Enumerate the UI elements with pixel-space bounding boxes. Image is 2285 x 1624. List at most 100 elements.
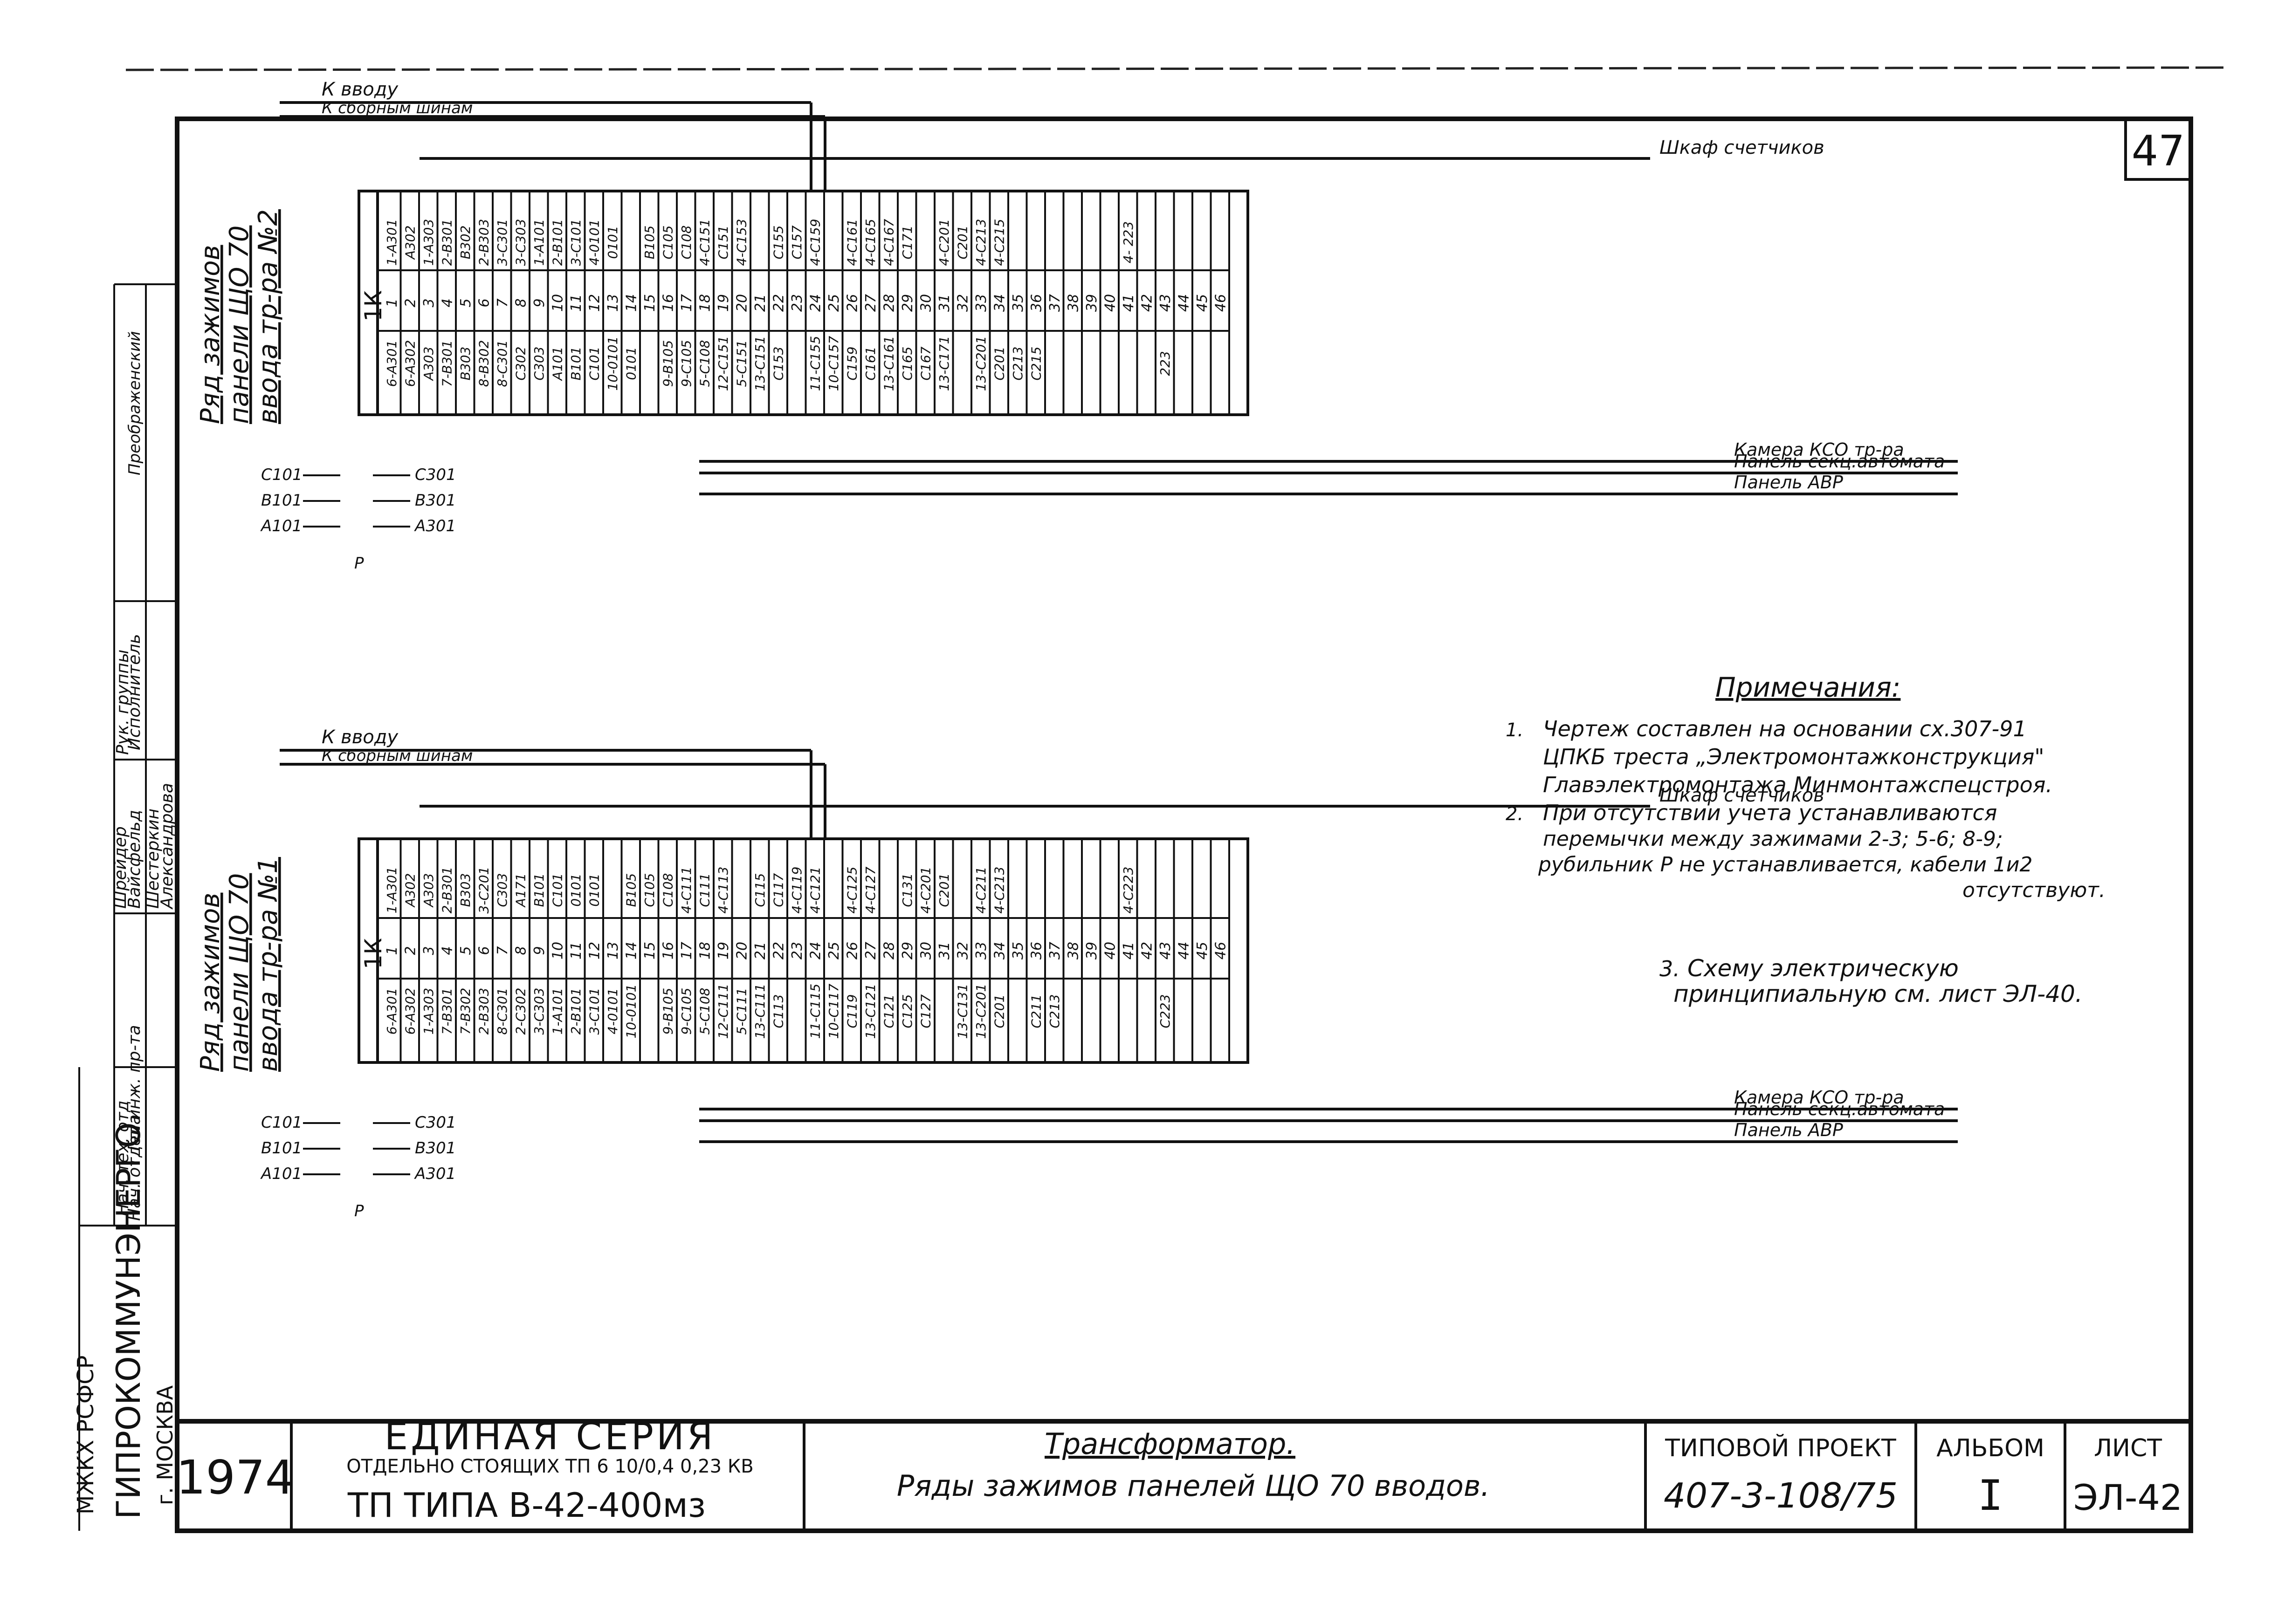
panel-title-line: панели ЩО 70 [224, 226, 255, 424]
terminal-bottom-label: 1-А303 [421, 988, 436, 1035]
terminal-number: 15 [642, 942, 658, 959]
terminal-number: 10 [550, 942, 566, 959]
switch-right-label: В301 [415, 1139, 456, 1158]
terminal-top-label: С105 [660, 226, 675, 260]
terminal-top-label: С101 [550, 873, 565, 907]
terminal-top-label: С108 [679, 226, 694, 260]
terminal-bottom-label: 4-0101 [605, 988, 620, 1034]
terminal-number: 6 [476, 946, 492, 955]
sheet-number-box [2124, 117, 2192, 181]
terminal-top-label: 4-С215 [991, 219, 1007, 266]
terminal-top-label: С105 [642, 873, 657, 907]
terminal-number: 31 [936, 294, 953, 312]
terminal-bottom-label: 1-А101 [550, 988, 565, 1035]
terminal-top-label: 4-С223 [1121, 867, 1136, 914]
terminal-top-label: 2-В301 [439, 219, 454, 266]
notes-heading: Примечания: [1715, 672, 1900, 703]
terminal-bottom-label: 2-С302 [513, 988, 528, 1035]
terminal-bottom-label: 13-С121 [863, 984, 878, 1039]
note-2-num: 2. [1506, 803, 1523, 825]
terminal-number: 3 [421, 946, 437, 955]
terminal-number: 15 [642, 294, 658, 312]
album-label: АЛЬБОМ [1936, 1434, 2044, 1462]
terminal-top-label: 3-С301 [495, 219, 510, 266]
terminal-bottom-label: С211 [1028, 994, 1044, 1028]
terminal-top-label: 4-С213 [991, 867, 1007, 914]
terminal-bottom-label: С213 [1010, 347, 1025, 381]
terminal-number: 4 [439, 946, 455, 955]
switch-name: Р [354, 1202, 364, 1220]
terminal-bottom-label: 6-А302 [402, 340, 418, 387]
stamp-name-3: Вайсфельд [125, 810, 144, 909]
terminal-number: 43 [1157, 942, 1174, 959]
terminal-number: 40 [1102, 942, 1118, 959]
feed-label-input: К вводу [322, 726, 399, 748]
terminal-bottom-label: 13-С171 [936, 336, 952, 391]
terminal-bottom-label: 7-В301 [439, 988, 454, 1035]
output-label: Камера КСО тр-ра [1734, 1087, 1904, 1108]
terminal-bottom-label: С153 [771, 347, 786, 381]
terminal-bottom-label: 5-С111 [734, 988, 749, 1035]
terminal-number: 30 [918, 294, 934, 312]
stamp-name-4: Шрейдер [111, 826, 130, 909]
output-label: Панель секц.автомата [1734, 1099, 1945, 1119]
note-3-line-1: Схему электрическую [1687, 955, 1959, 982]
terminal-number: 7 [495, 946, 511, 955]
drawing-title: Трансформатор. [1045, 1427, 1295, 1461]
terminal-number: 10 [550, 294, 566, 312]
terminal-top-label: 4-С151 [697, 219, 712, 266]
terminal-top-label: 0101 [586, 873, 602, 906]
terminal-top-label: 4-С201 [936, 219, 952, 266]
terminal-number: 28 [881, 294, 897, 312]
panel-title-line: ввода тр-ра №1 [253, 857, 283, 1072]
terminal-number: 22 [771, 294, 787, 312]
terminal-top-label: С117 [771, 873, 786, 907]
terminal-top-label: С155 [771, 226, 786, 260]
meter-cabinet-label: Шкаф счетчиков [1659, 137, 1824, 158]
terminal-bottom-label: 3-С303 [531, 988, 547, 1035]
terminal-top-label: 1-А101 [531, 219, 547, 266]
terminal-number: 44 [1176, 942, 1192, 959]
note-1-num: 1. [1506, 719, 1523, 741]
terminal-bottom-label: 6-А301 [384, 340, 399, 387]
terminal-number: 42 [1139, 294, 1155, 312]
left-stamp: Нач. отдела Гл. инж. пр-та Нач. тех. отд… [73, 283, 178, 1531]
terminal-bottom-label: 12-С111 [716, 984, 731, 1039]
output-label: Панель АВР [1734, 1120, 1843, 1140]
terminal-top-label: А302 [402, 226, 418, 260]
terminal-number: 7 [495, 298, 511, 307]
block-label: 1К [360, 290, 387, 322]
terminal-bottom-label: 11-С155 [807, 336, 823, 391]
terminal-number: 45 [1194, 294, 1211, 312]
terminal-number: 35 [1010, 942, 1026, 959]
terminal-number: 33 [973, 294, 990, 312]
terminal-top-label: С108 [660, 873, 675, 907]
terminal-number: 43 [1157, 294, 1174, 312]
terminal-number: 23 [789, 294, 805, 312]
terminal-top-label: 2-В101 [550, 219, 565, 266]
note-2-line-1: При отсутствии учета устанавливаются [1543, 800, 1997, 825]
stamp-name-1: Александрова [158, 783, 177, 910]
output-label: Панель секц.автомата [1734, 451, 1945, 472]
terminal-number: 39 [1084, 294, 1100, 312]
stamp-org: ГИПРОКОММУНЭНЕРГО [110, 1122, 148, 1519]
terminal-bottom-label: 5-С108 [697, 988, 712, 1035]
terminal-number: 44 [1176, 294, 1192, 312]
terminal-top-label: В101 [531, 873, 547, 907]
note-2-line-2: перемычки между зажимами 2-3; 5-6; 8-9; [1543, 827, 2003, 851]
terminal-top-label: 4-0101 [586, 219, 602, 265]
terminal-top-label: 4-С121 [807, 867, 823, 914]
terminal-number: 29 [900, 294, 916, 312]
terminal-top-label: 4-С153 [734, 219, 749, 266]
terminal-number: 18 [697, 294, 713, 312]
terminal-number: 36 [1028, 294, 1045, 312]
terminal-number: 4 [439, 298, 455, 307]
project-number: 407-3-108/75 [1664, 1476, 1898, 1516]
terminal-bottom-label: 2-В303 [476, 988, 491, 1035]
switch-left-label: В101 [261, 491, 302, 510]
feed-label-busbar: К сборным шинам [322, 747, 473, 765]
terminal-top-label: 0101 [605, 226, 620, 259]
terminal-top-label: А303 [421, 873, 436, 908]
stamp-role-1: Нач. отдела [125, 1115, 144, 1221]
output-label: Панель АВР [1734, 472, 1843, 493]
